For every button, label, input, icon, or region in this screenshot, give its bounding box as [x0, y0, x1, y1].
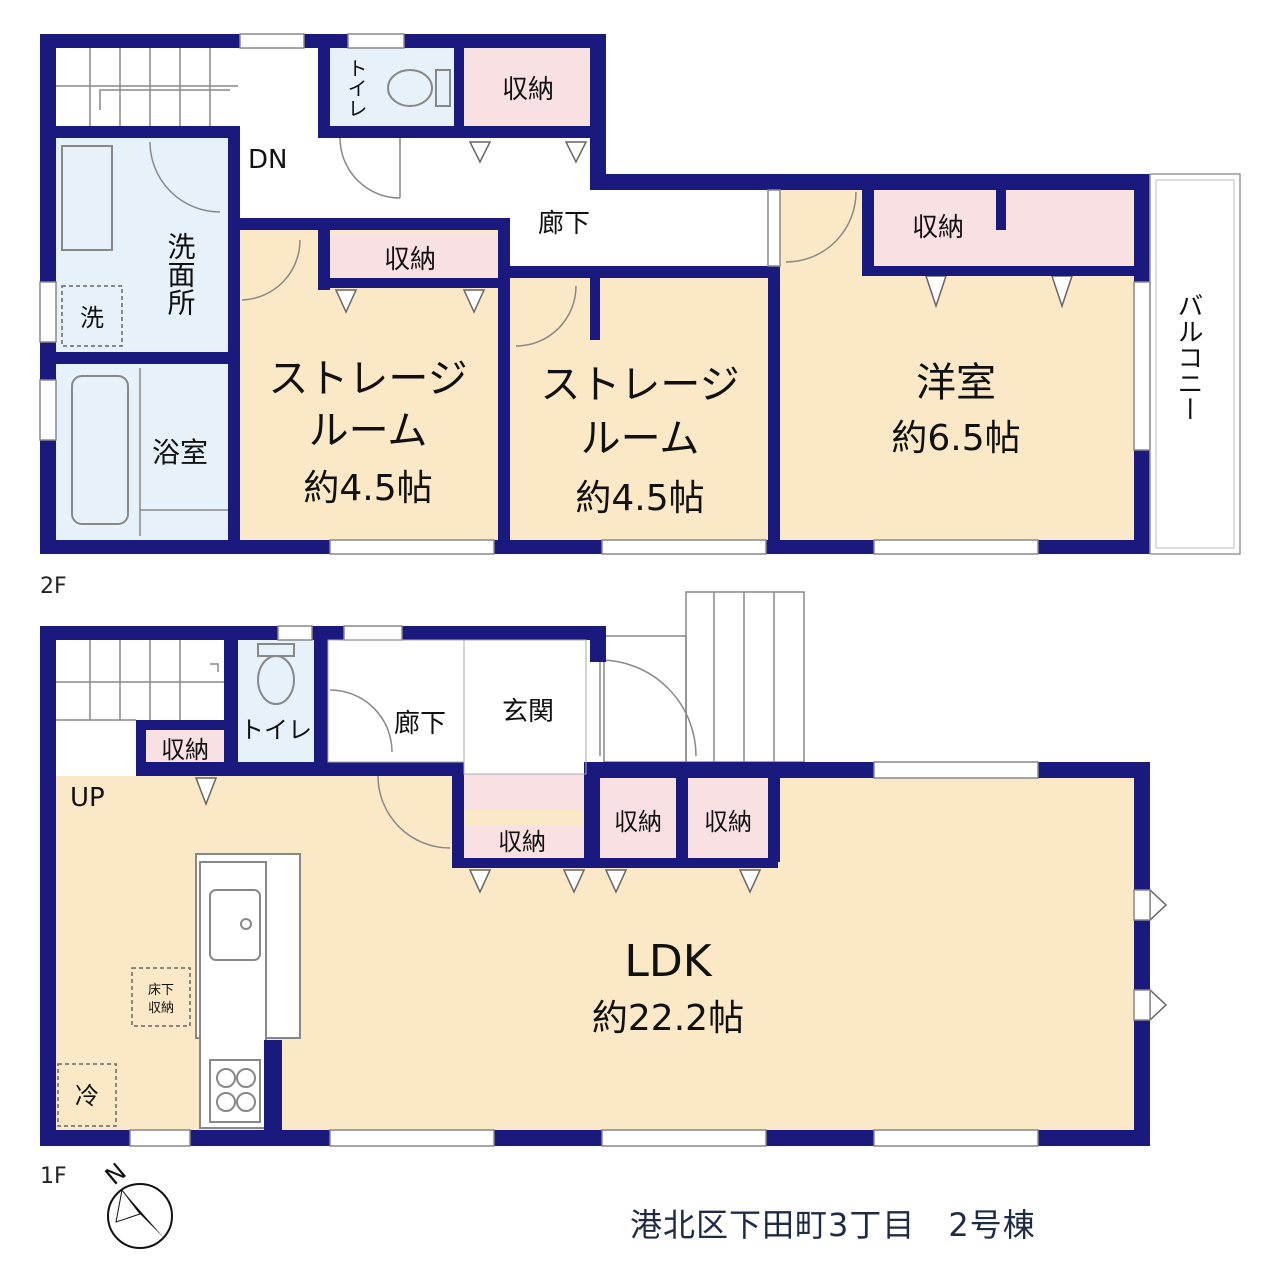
floor-label-2f: 2F — [40, 574, 67, 599]
toilet-bowl-2f — [387, 69, 433, 107]
floor-1f: UP 収納 トイレ 廊下 玄関 収納 収納 収納 LDK 約22.2帖 床下 収… — [40, 591, 1168, 1147]
storage-c-area — [688, 776, 768, 858]
floor-2f: DN トイレ 収納 廊下 洗面所 洗 浴室 収納 ストレージ ルーム 約4.5帖… — [39, 33, 1241, 555]
underfloor-label-2: 収納 — [148, 1001, 174, 1016]
storage-room-left-size: 約4.5帖 — [303, 468, 432, 509]
balcony-label: バルコニー — [1173, 292, 1203, 422]
kitchen-counter — [195, 853, 301, 1129]
ldk-size: 約22.2帖 — [592, 998, 744, 1039]
floor-label-1f: 1F — [40, 1164, 67, 1189]
walls-1f — [40, 626, 1150, 1146]
property-caption: 港北区下田町3丁目 2号棟 — [630, 1206, 1036, 1244]
storage-room-mid-area — [510, 278, 768, 540]
toilet-1f-label: トイレ — [240, 716, 312, 744]
north-label: N — [100, 1158, 132, 1191]
up-label: UP — [70, 783, 105, 813]
storage-top-area — [464, 48, 592, 126]
entrance-storage-area — [464, 774, 584, 810]
bath-label: 浴室 — [152, 436, 208, 469]
balcony-outline — [1149, 173, 1241, 555]
walls-2f — [40, 34, 1150, 554]
storage-room-left-closet-area — [330, 234, 498, 282]
toilet-2f-area — [330, 48, 454, 126]
storage-a-label: 収納 — [498, 828, 546, 856]
corridor-2f-label: 廊下 — [538, 209, 590, 239]
storage-room-mid-name-2: ルーム — [581, 416, 700, 462]
fridge-space — [57, 1063, 117, 1127]
entrance-label: 玄関 — [502, 697, 554, 727]
doors-1f — [329, 659, 697, 849]
windows-1f — [129, 625, 1151, 1147]
windows-2f — [39, 33, 1151, 555]
stair-storage-area — [146, 730, 224, 766]
toilet-1f-area — [238, 640, 314, 762]
storage-a-area — [464, 826, 584, 858]
washroom-area — [56, 138, 228, 352]
toilet-2f-label: トイレ — [344, 58, 368, 118]
entrance-outline — [463, 639, 587, 775]
storage-c-label: 収納 — [704, 808, 752, 836]
porch-steps — [603, 591, 805, 763]
corridor-1f-label: 廊下 — [394, 709, 446, 739]
storage-room-left-name-2: ルーム — [309, 408, 428, 454]
storage-b-label: 収納 — [614, 808, 662, 836]
western-room-closet-label: 収納 — [912, 213, 964, 243]
bathtub — [71, 375, 129, 525]
storage-room-mid-size: 約4.5帖 — [575, 478, 704, 519]
corridor-1f-outline — [327, 639, 465, 763]
storage-room-left-name-1: ストレージ — [268, 356, 467, 402]
stairs-2f — [56, 48, 238, 126]
wash-basin — [61, 145, 113, 251]
washer-label: 洗 — [80, 304, 104, 332]
dn-label: DN — [248, 145, 287, 175]
storage-room-left-closet-label: 収納 — [384, 245, 436, 275]
closet-doors-2f — [334, 141, 1074, 314]
washroom-label: 洗面所 — [164, 232, 197, 316]
underfloor-storage — [131, 967, 191, 1027]
stairs-1f — [56, 640, 224, 721]
western-room-size: 約6.5帖 — [891, 418, 1020, 459]
stair-storage-label: 収納 — [161, 736, 209, 764]
fridge-label: 冷 — [75, 1082, 99, 1110]
storage-b-area — [598, 776, 678, 858]
compass: N — [100, 1158, 173, 1249]
storage-room-mid-name-1: ストレージ — [540, 362, 739, 408]
storage-top-label: 収納 — [502, 75, 554, 105]
underfloor-label-1: 床下 — [148, 983, 174, 998]
doors-2f — [149, 137, 857, 347]
closet-doors-1f — [194, 777, 1168, 1022]
washer-space — [61, 285, 123, 347]
ldk-label: LDK — [624, 936, 712, 987]
western-room-name: 洋室 — [916, 360, 996, 406]
